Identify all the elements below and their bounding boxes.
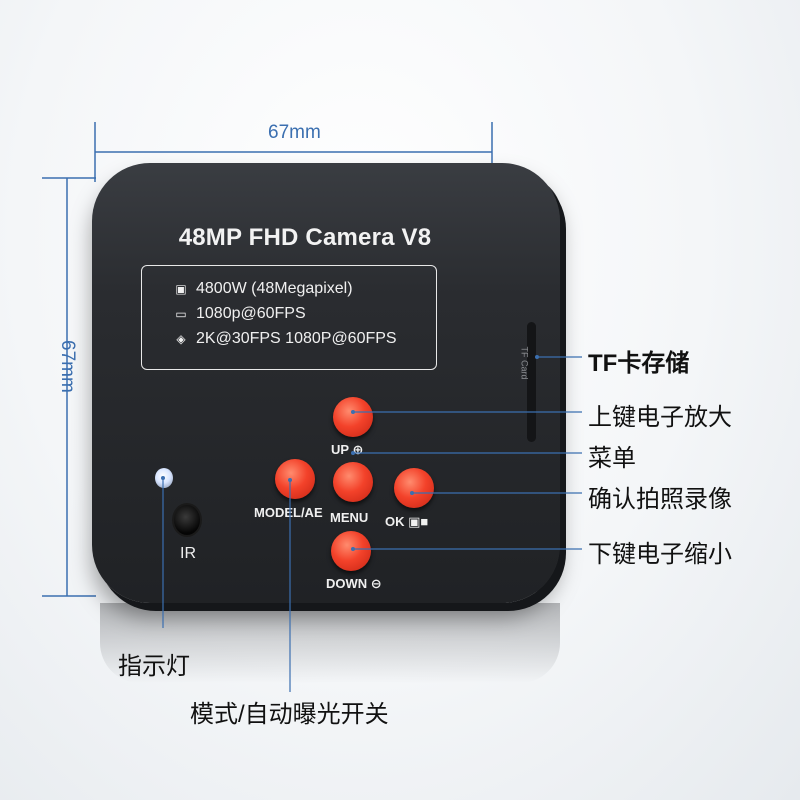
ok-button[interactable] [394,468,434,508]
camera-icon: ▣ [175,282,187,296]
tf-card-slot[interactable] [527,322,536,442]
menu-button[interactable] [333,462,373,502]
callout-indicator: 指示灯 [118,653,190,680]
callout-tf-card: TF卡存储 [588,350,690,377]
spec-text: 4800W (48Megapixel) [196,280,353,297]
spec-line-hdmi: ▭ 1080p@60FPS [174,305,306,323]
down-button[interactable] [331,531,371,571]
mode-ae-button[interactable] [275,459,315,499]
camera-reflection [100,603,560,683]
camera-title: 48MP FHD Camera V8 [178,224,432,251]
zoom-in-icon: ⊕ [352,442,364,457]
up-button-label: UP ⊕ [331,442,364,457]
spec-text: 1080p@60FPS [196,305,306,322]
spec-panel [141,265,437,370]
ok-button-label: OK ▣■ [385,514,429,529]
callout-ok: 确认拍照录像 [588,486,732,513]
zoom-out-icon: ⊖ [370,576,382,591]
mode-ae-button-label: MODEL/AE [254,505,323,520]
ir-receiver [172,503,202,537]
spec-line-video: ◈ 2K@30FPS 1080P@60FPS [174,330,397,348]
callout-up: 上键电子放大 [588,404,732,431]
spec-text: 2K@30FPS 1080P@60FPS [196,330,397,347]
callout-mode: 模式/自动曝光开关 [190,701,389,728]
up-button[interactable] [333,397,373,437]
video-icon: ◈ [176,332,186,346]
hdmi-icon: ▭ [175,307,187,321]
callout-menu: 菜单 [588,445,636,472]
down-button-label: DOWN ⊖ [326,576,382,591]
callout-down: 下键电子缩小 [588,541,732,568]
width-dimension-label: 67mm [268,122,321,143]
menu-button-label: MENU [330,510,369,525]
ir-label: IR [180,545,196,562]
camera-body [92,163,560,603]
camera-video-icon: ▣■ [408,514,429,529]
spec-line-resolution: ▣ 4800W (48Megapixel) [174,280,353,298]
